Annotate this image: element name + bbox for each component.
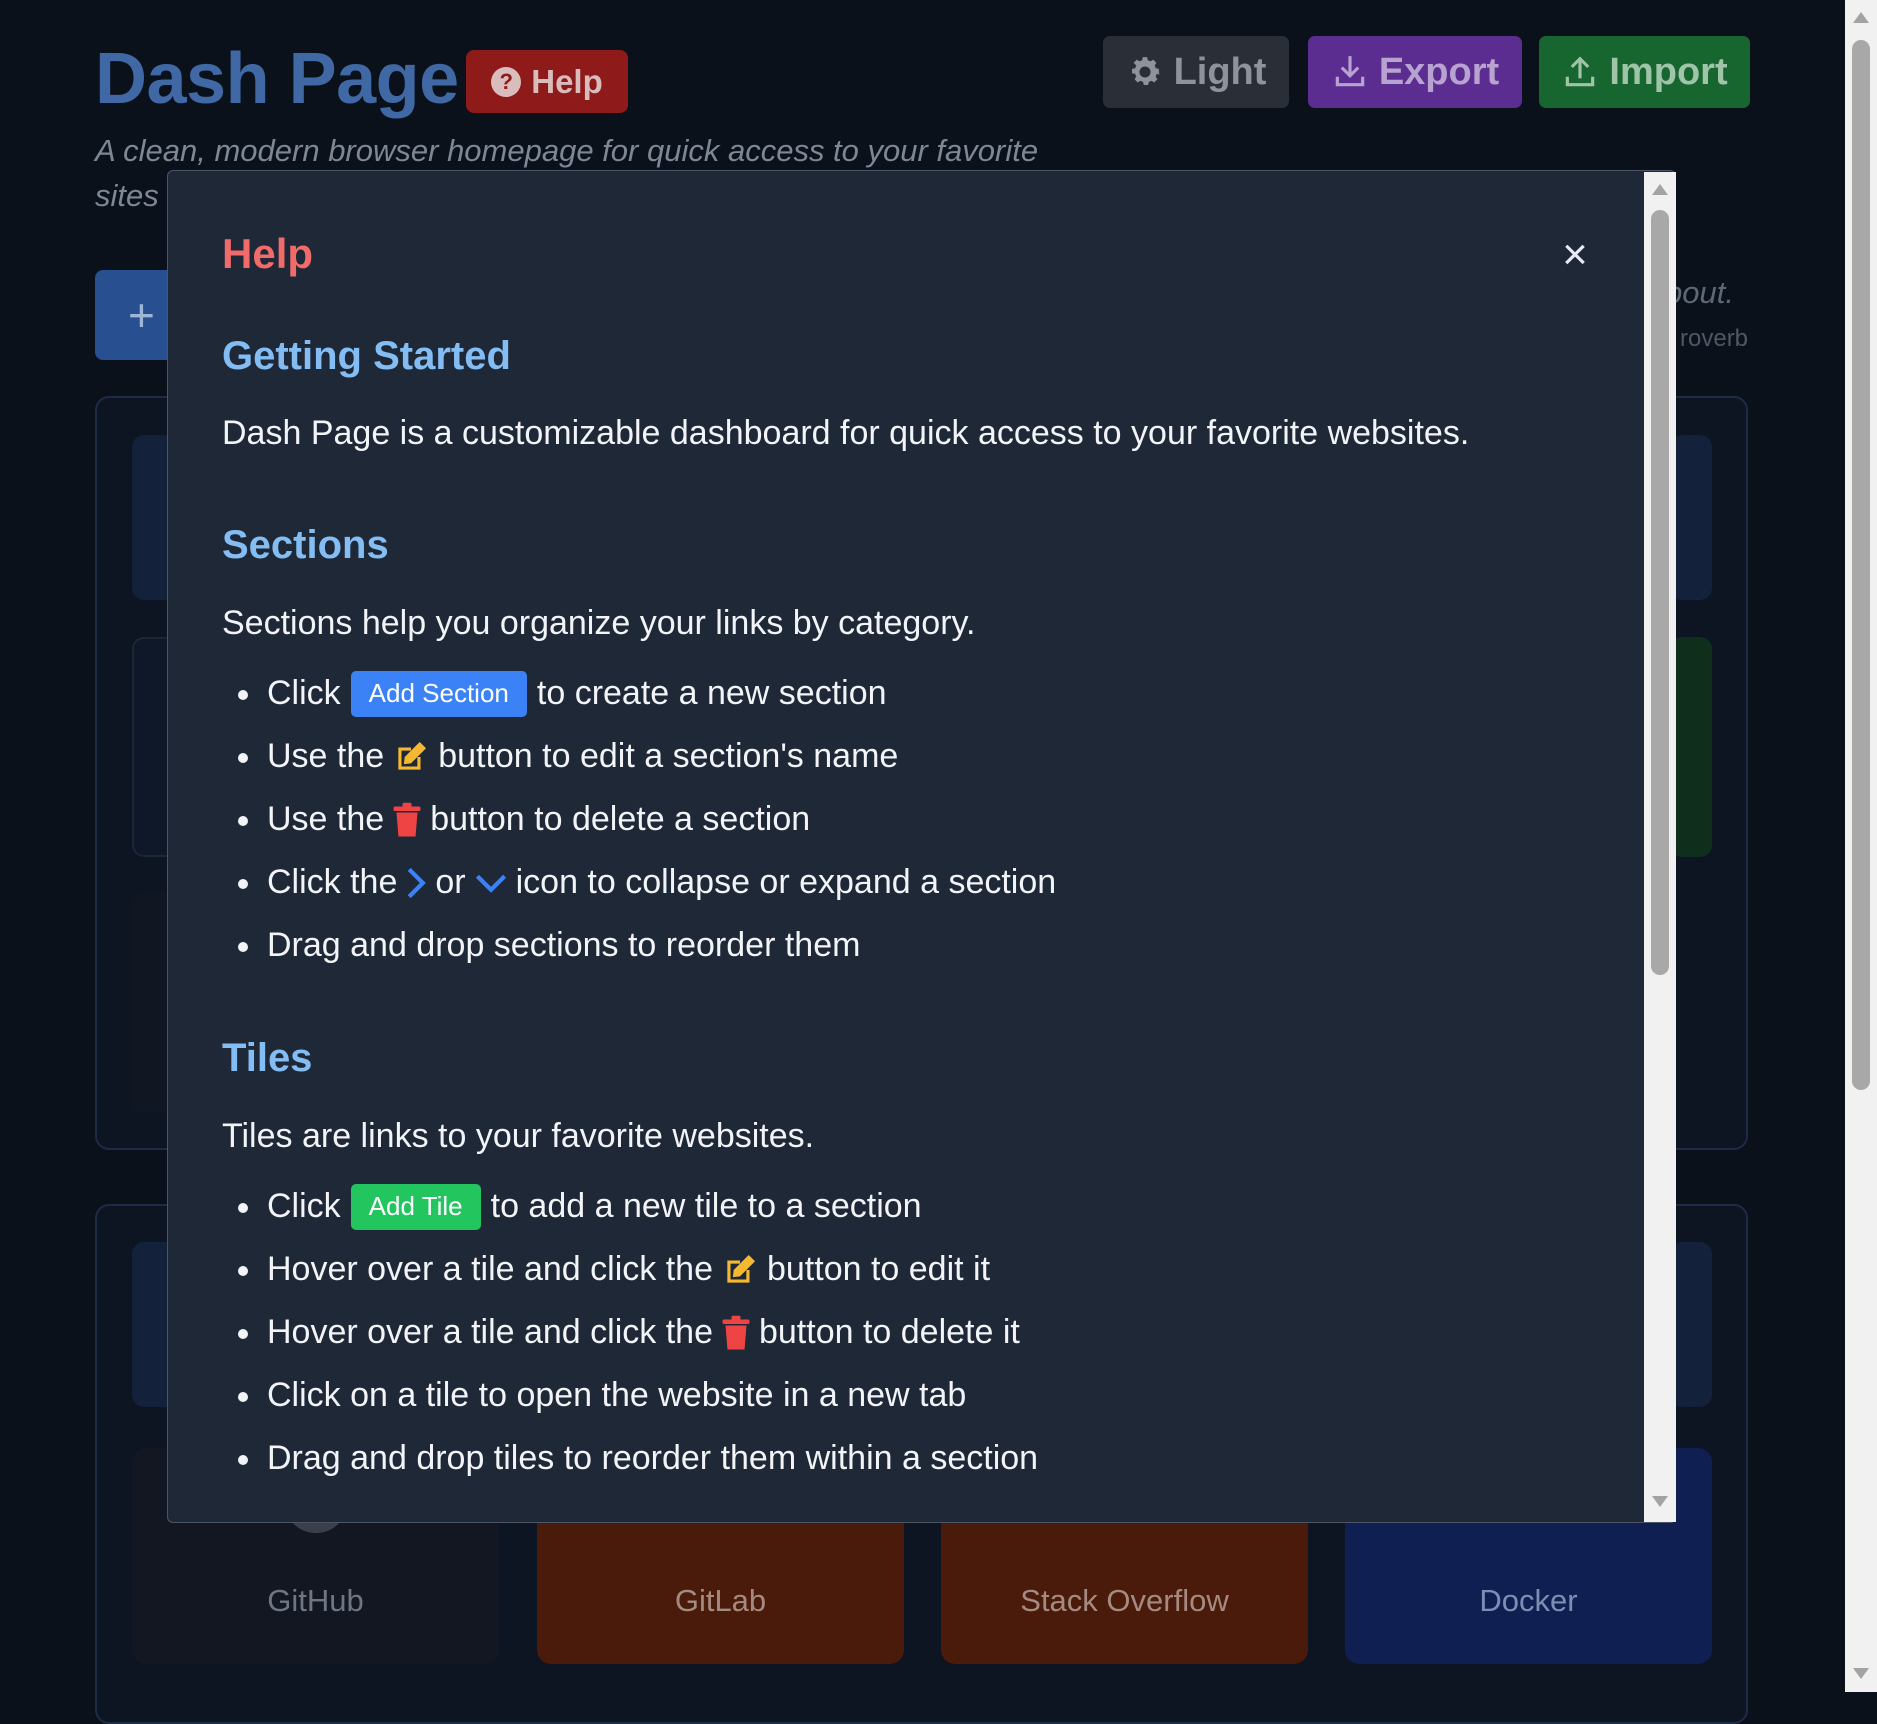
import-button[interactable]: Import [1539, 36, 1750, 108]
theme-toggle-button[interactable]: Light [1103, 36, 1289, 108]
list-item: Click Add Tile to add a new tile to a se… [222, 1175, 1038, 1238]
download-icon [1335, 56, 1365, 87]
trash-icon [721, 1314, 751, 1352]
add-section-chip: Add Section [350, 670, 527, 717]
tile-label: Docker [1479, 1583, 1578, 1618]
scroll-down-arrow-icon[interactable] [1652, 1496, 1668, 1507]
edit-icon [392, 738, 430, 776]
export-button[interactable]: Export [1308, 36, 1522, 108]
edit-icon [721, 1251, 759, 1289]
list-item: Use the button to delete a section [222, 788, 1056, 851]
chevron-right-icon [405, 866, 427, 900]
tile-ghost [1670, 637, 1712, 857]
sections-bullet-list: Click Add Section to create a new sectio… [222, 662, 1056, 977]
trash-icon [392, 801, 422, 839]
list-item: Use the button to edit a section's name [222, 725, 1056, 788]
quote-source: roverb [1680, 325, 1749, 352]
bullet-text: Use the [267, 737, 385, 775]
tile-label: GitHub [267, 1583, 364, 1618]
bullet-text: Drag and drop sections to reorder them [267, 926, 861, 964]
page-subtitle: A clean, modern browser homepage for qui… [95, 133, 1039, 213]
scroll-down-arrow-icon[interactable] [1853, 1668, 1869, 1679]
plus-icon: + [128, 289, 155, 341]
bullet-text: or [435, 863, 466, 901]
list-item: Drag and drop tiles to reorder them with… [222, 1427, 1038, 1490]
bullet-text: button to delete it [758, 1313, 1020, 1351]
bullet-text: Hover over a tile and click the [267, 1313, 713, 1351]
sections-text: Sections help you organize your links by… [222, 604, 976, 642]
question-icon: ? [491, 66, 522, 97]
import-label: Import [1609, 50, 1728, 93]
bullet-text: icon to collapse or expand a section [515, 863, 1057, 901]
upload-icon [1566, 56, 1595, 87]
scroll-up-arrow-icon[interactable] [1853, 12, 1869, 23]
bullet-text: to add a new tile to a section [490, 1187, 922, 1225]
page-scrollbar[interactable] [1845, 0, 1877, 1692]
section-header-ghost [1670, 435, 1712, 600]
bullet-text: button to delete a section [430, 800, 811, 838]
bullet-text: button to edit a section's name [438, 737, 899, 775]
list-item: Click the or icon to collapse or expand … [222, 851, 1056, 914]
chevron-down-icon [474, 872, 508, 894]
tile-label: GitLab [674, 1583, 767, 1618]
sections-heading: Sections [222, 523, 389, 567]
list-item: Click Add Section to create a new sectio… [222, 662, 1056, 725]
tiles-heading: Tiles [222, 1036, 313, 1080]
page-scrollbar-thumb[interactable] [1852, 40, 1870, 1090]
help-button[interactable]: ? Help [466, 50, 628, 113]
bullet-text: Hover over a tile and click the [267, 1250, 713, 1288]
bullet-text: Click the [267, 863, 398, 901]
getting-started-text: Dash Page is a customizable dashboard fo… [222, 414, 1470, 452]
tiles-text: Tiles are links to your favorite website… [222, 1117, 815, 1155]
theme-toggle-label: Light [1173, 50, 1267, 93]
page-title: Dash Page [95, 39, 459, 119]
bullet-text: to create a new section [536, 674, 887, 712]
bullet-text: Use the [267, 800, 385, 838]
close-icon[interactable]: × [1562, 230, 1588, 279]
bullet-text: Drag and drop tiles to reorder them with… [267, 1439, 1039, 1477]
bullet-text: Click on a tile to open the website in a… [267, 1376, 967, 1414]
gear-icon [1131, 57, 1160, 85]
scroll-up-arrow-icon[interactable] [1652, 184, 1668, 195]
help-modal-title: Help [222, 230, 314, 277]
list-item: Click on a tile to open the website in a… [222, 1364, 1038, 1427]
bullet-text: Click [267, 674, 341, 712]
list-item: Drag and drop sections to reorder them [222, 914, 1056, 977]
add-tile-chip: Add Tile [350, 1183, 481, 1230]
bullet-text: button to edit it [766, 1250, 991, 1288]
list-item: Hover over a tile and click the button t… [222, 1238, 1038, 1301]
tiles-bullet-list: Click Add Tile to add a new tile to a se… [222, 1175, 1038, 1490]
getting-started-heading: Getting Started [222, 334, 511, 378]
tile-label: Stack Overflow [1020, 1583, 1229, 1618]
help-button-label: Help [531, 62, 603, 100]
modal-scrollbar[interactable] [1644, 172, 1676, 1522]
export-label: Export [1378, 50, 1500, 93]
modal-scrollbar-thumb[interactable] [1651, 210, 1669, 975]
quote-text: bout. [1665, 275, 1734, 310]
bullet-text: Click [267, 1187, 341, 1225]
list-item: Hover over a tile and click the button t… [222, 1301, 1038, 1364]
section-header-ghost [1670, 1242, 1712, 1407]
